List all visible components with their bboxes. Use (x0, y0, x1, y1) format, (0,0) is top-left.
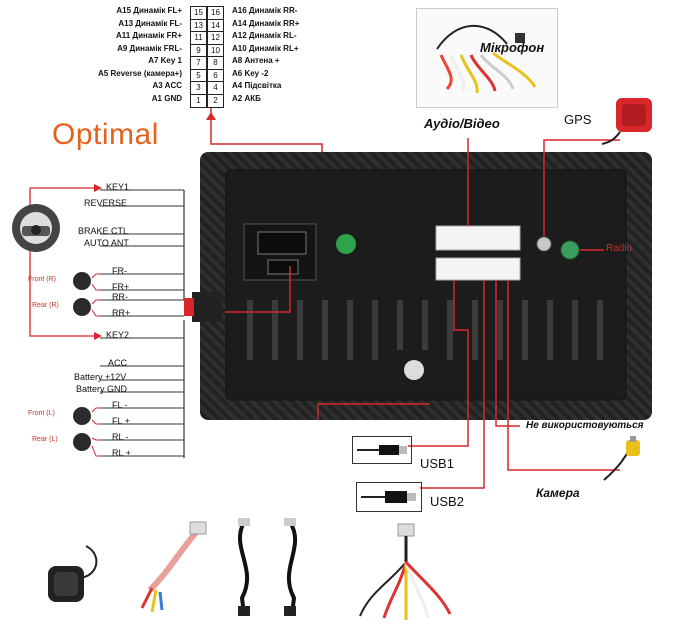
harness-label-rr-minus: RR- (112, 292, 128, 302)
speaker-tag-front-r: Front (R) (28, 276, 56, 283)
pin-left-label: A7 Key 1 (148, 56, 182, 65)
camera-rca-icon (603, 436, 640, 481)
speaker-wires (91, 273, 100, 457)
speaker-tag-rear-l: Rear (L) (32, 436, 58, 443)
microphone-label: Мікрофон (480, 40, 545, 55)
green-badge (336, 234, 356, 254)
harness-label-fr-minus: FR- (112, 266, 127, 276)
steering-key2-line (29, 250, 98, 337)
radio-port (560, 240, 580, 260)
accessory-gps-antenna (48, 545, 98, 602)
steering-wheel-icon (12, 204, 60, 252)
harness-label-rl-plus: RL + (112, 448, 131, 458)
harness-label-rl-minus: RL - (112, 432, 129, 442)
usb1-red-line (408, 280, 469, 447)
harness-label-battery-gnd: Battery GND (76, 384, 128, 394)
pin-right-label: A4 Підсвітка (232, 81, 282, 90)
harness-label-brake: BRAKE CTL (78, 226, 129, 236)
usb2-red-line (420, 280, 485, 489)
harness-red-line (317, 403, 430, 420)
speaker-front-r (73, 272, 91, 290)
key1-arrowhead (94, 184, 102, 192)
harness-label-rr-plus: RR+ (112, 308, 131, 318)
radio-label: Radio (606, 243, 633, 254)
accessory-harness (140, 521, 207, 613)
speaker-rear-l (73, 433, 91, 451)
pin-left-label: A11 Динамік FR+ (115, 31, 182, 40)
accessory-usb-cable-2 (284, 518, 298, 616)
speaker-tag-front-l: Front (L) (28, 410, 55, 417)
audio-video-label: Аудіо/Відео (424, 116, 500, 131)
camera-red-line (507, 280, 620, 471)
pin-left-label: A13 Динамік FL- (118, 18, 182, 28)
usb2-box (356, 482, 422, 512)
pinout-arrow-head (206, 112, 216, 120)
speaker-front-l (73, 407, 91, 425)
vent-fins (247, 300, 603, 360)
harness-plug-tip (184, 298, 194, 316)
usb1-icon (357, 445, 407, 455)
speaker-tag-rear-r: Rear (R) (32, 302, 59, 309)
harness-label-fl-plus: FL + (112, 416, 130, 426)
harness-to-connector (225, 266, 291, 313)
pin-left-label: A9 Динамік FRL- (117, 43, 182, 53)
pin-right-label: A12 Динамік RL- (232, 31, 297, 40)
pin-right-label: A10 Динамік RL+ (232, 43, 299, 53)
not-used-line (495, 280, 520, 427)
pin-right-label: A16 Динамік RR- (232, 6, 298, 15)
pin-left-label: A1 GND (151, 93, 182, 103)
harness-label-fr-plus: FR+ (112, 282, 130, 292)
harness-plug (192, 292, 222, 322)
accessory-usb-cable-1 (237, 518, 250, 616)
pin-right-label: A6 Key -2 (232, 68, 269, 78)
harness-label-acc: ACC (108, 358, 128, 368)
harness-label-key1: KEY1 (106, 182, 130, 192)
usb1-label: USB1 (420, 456, 454, 471)
harness-label-auto-ant: AUTO ANT (84, 238, 129, 248)
accessory-av-cable (359, 523, 452, 620)
harness-label-battery12: Battery +12V (74, 372, 127, 382)
brand-logo: Optimal (52, 118, 159, 151)
pin-right-label: A8 Антена + (232, 56, 280, 65)
gps-red-line (543, 139, 620, 236)
usb2-label: USB2 (430, 494, 464, 509)
harness-label-fl-minus: FL - (112, 400, 128, 410)
gps-port (536, 236, 552, 252)
pin-number-left: 1 (190, 93, 207, 108)
av-connector-bottom (435, 257, 521, 281)
harness-label-reverse: REVERSE (84, 198, 128, 208)
gps-antenna-icon (601, 98, 652, 145)
usb2-icon (361, 491, 416, 503)
pin-number-right: 12 (207, 31, 224, 45)
pin-right-label: A14 Динамік RR+ (232, 18, 300, 28)
pin-left-label: A3 ACC (152, 81, 182, 90)
av-connector-top (435, 225, 521, 251)
harness-rows (100, 189, 184, 457)
speaker-rear-r (73, 298, 91, 316)
pin-number-left: 15 (190, 6, 207, 20)
pin-left-label: A5 Reverse (камера+) (98, 68, 182, 78)
sticker (404, 360, 424, 380)
pin-number-right: 4 (207, 81, 224, 95)
usb1-box (352, 436, 412, 464)
pin-number-right: 2 (207, 93, 224, 108)
pin-left-label: A15 Динамік FL+ (116, 6, 182, 15)
harness-label-key2: KEY2 (106, 330, 130, 340)
av-cable-drawing (436, 24, 537, 94)
av-cable-photo (416, 8, 558, 108)
steering-key1-line (29, 187, 98, 206)
main-connector-inner (257, 231, 307, 255)
pin-right-label: A2 АКБ (232, 93, 261, 103)
gps-label: GPS (564, 112, 592, 127)
key2-arrowhead (94, 332, 102, 340)
not-used-label: Не використовуються (526, 420, 644, 431)
camera-label: Камера (536, 486, 580, 500)
